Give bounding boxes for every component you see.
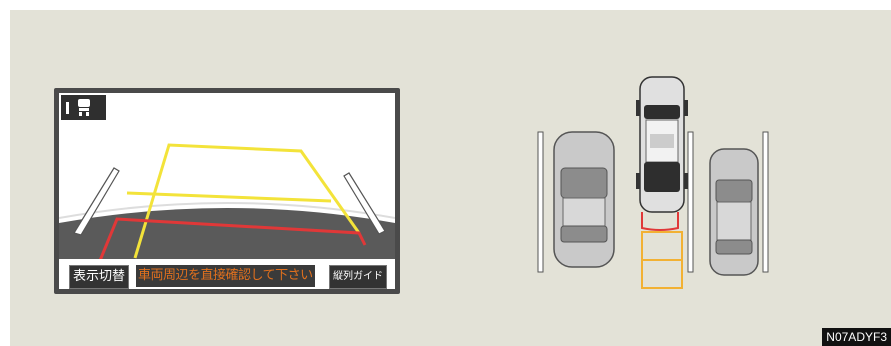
parking-line: [687, 131, 694, 273]
left-parking-line: [73, 167, 120, 236]
image-code-label: N07ADYF3: [822, 328, 891, 346]
parking-line: [537, 131, 544, 273]
caution-guide-line: [97, 217, 367, 264]
parked-car-left: [553, 131, 615, 268]
display-switch-button[interactable]: 表示切替: [69, 265, 130, 289]
distance-guide-line: [133, 143, 361, 259]
illustration-panel: 表示切替 車両周辺を直接確認して下さい 縦列ガイド: [10, 10, 891, 346]
screen-bottom-bar: 表示切替 車両周辺を直接確認して下さい 縦列ガイド: [59, 259, 395, 289]
camera-display: 表示切替 車両周辺を直接確認して下さい 縦列ガイド: [54, 88, 400, 294]
parked-car-right: [709, 148, 759, 276]
caution-message: 車両周辺を直接確認して下さい: [136, 265, 315, 287]
parallel-parking-guide-button[interactable]: 縦列ガイド: [329, 265, 387, 289]
right-parking-line: [343, 172, 386, 235]
parking-diagram: [537, 76, 769, 289]
guide-area: [641, 212, 683, 289]
camera-view: 表示切替 車両周辺を直接確認して下さい 縦列ガイド: [59, 93, 395, 289]
parking-line: [762, 131, 769, 273]
camera-mode-icon[interactable]: [61, 95, 106, 120]
own-car: [636, 76, 688, 213]
